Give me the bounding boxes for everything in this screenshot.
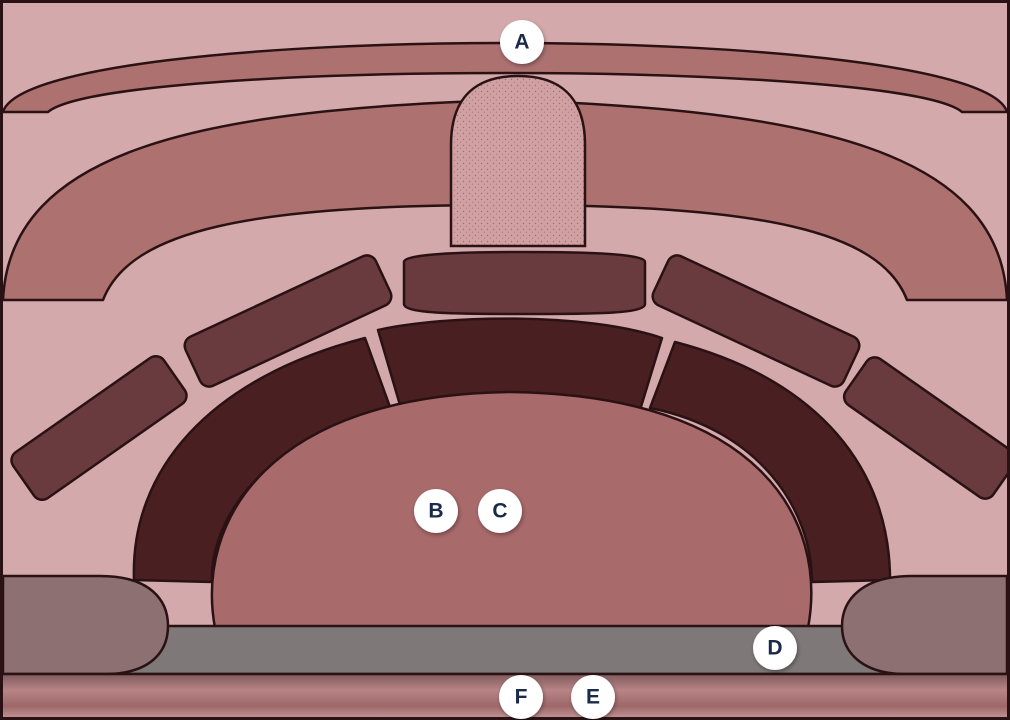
marker-a[interactable]: A — [500, 20, 544, 64]
marker-c-label: C — [492, 500, 507, 523]
arch-stone-center — [402, 250, 647, 316]
outer-arch-band — [1, 41, 1009, 114]
marker-e[interactable]: E — [571, 675, 615, 719]
marker-b[interactable]: B — [414, 489, 458, 533]
marker-d[interactable]: D — [753, 626, 797, 670]
marker-f[interactable]: F — [499, 675, 543, 719]
arch-stone-right-upper — [651, 254, 861, 388]
arch-stones — [10, 250, 1010, 502]
inner-ring — [132, 317, 892, 584]
arch-stone-left-lower — [10, 354, 188, 502]
central-dome — [449, 74, 587, 248]
marker-e-label: E — [586, 686, 600, 709]
arch-stone-right-lower — [842, 356, 1010, 500]
side-stone-left — [1, 574, 170, 676]
marker-b-label: B — [428, 500, 443, 523]
marker-a-label: A — [514, 31, 529, 54]
side-stone-right — [840, 574, 1009, 676]
inner-ring-left — [132, 336, 392, 584]
marker-f-label: F — [515, 686, 528, 709]
marker-c[interactable]: C — [478, 489, 522, 533]
arch-stone-left-upper — [183, 254, 393, 388]
marker-d-label: D — [767, 637, 782, 660]
